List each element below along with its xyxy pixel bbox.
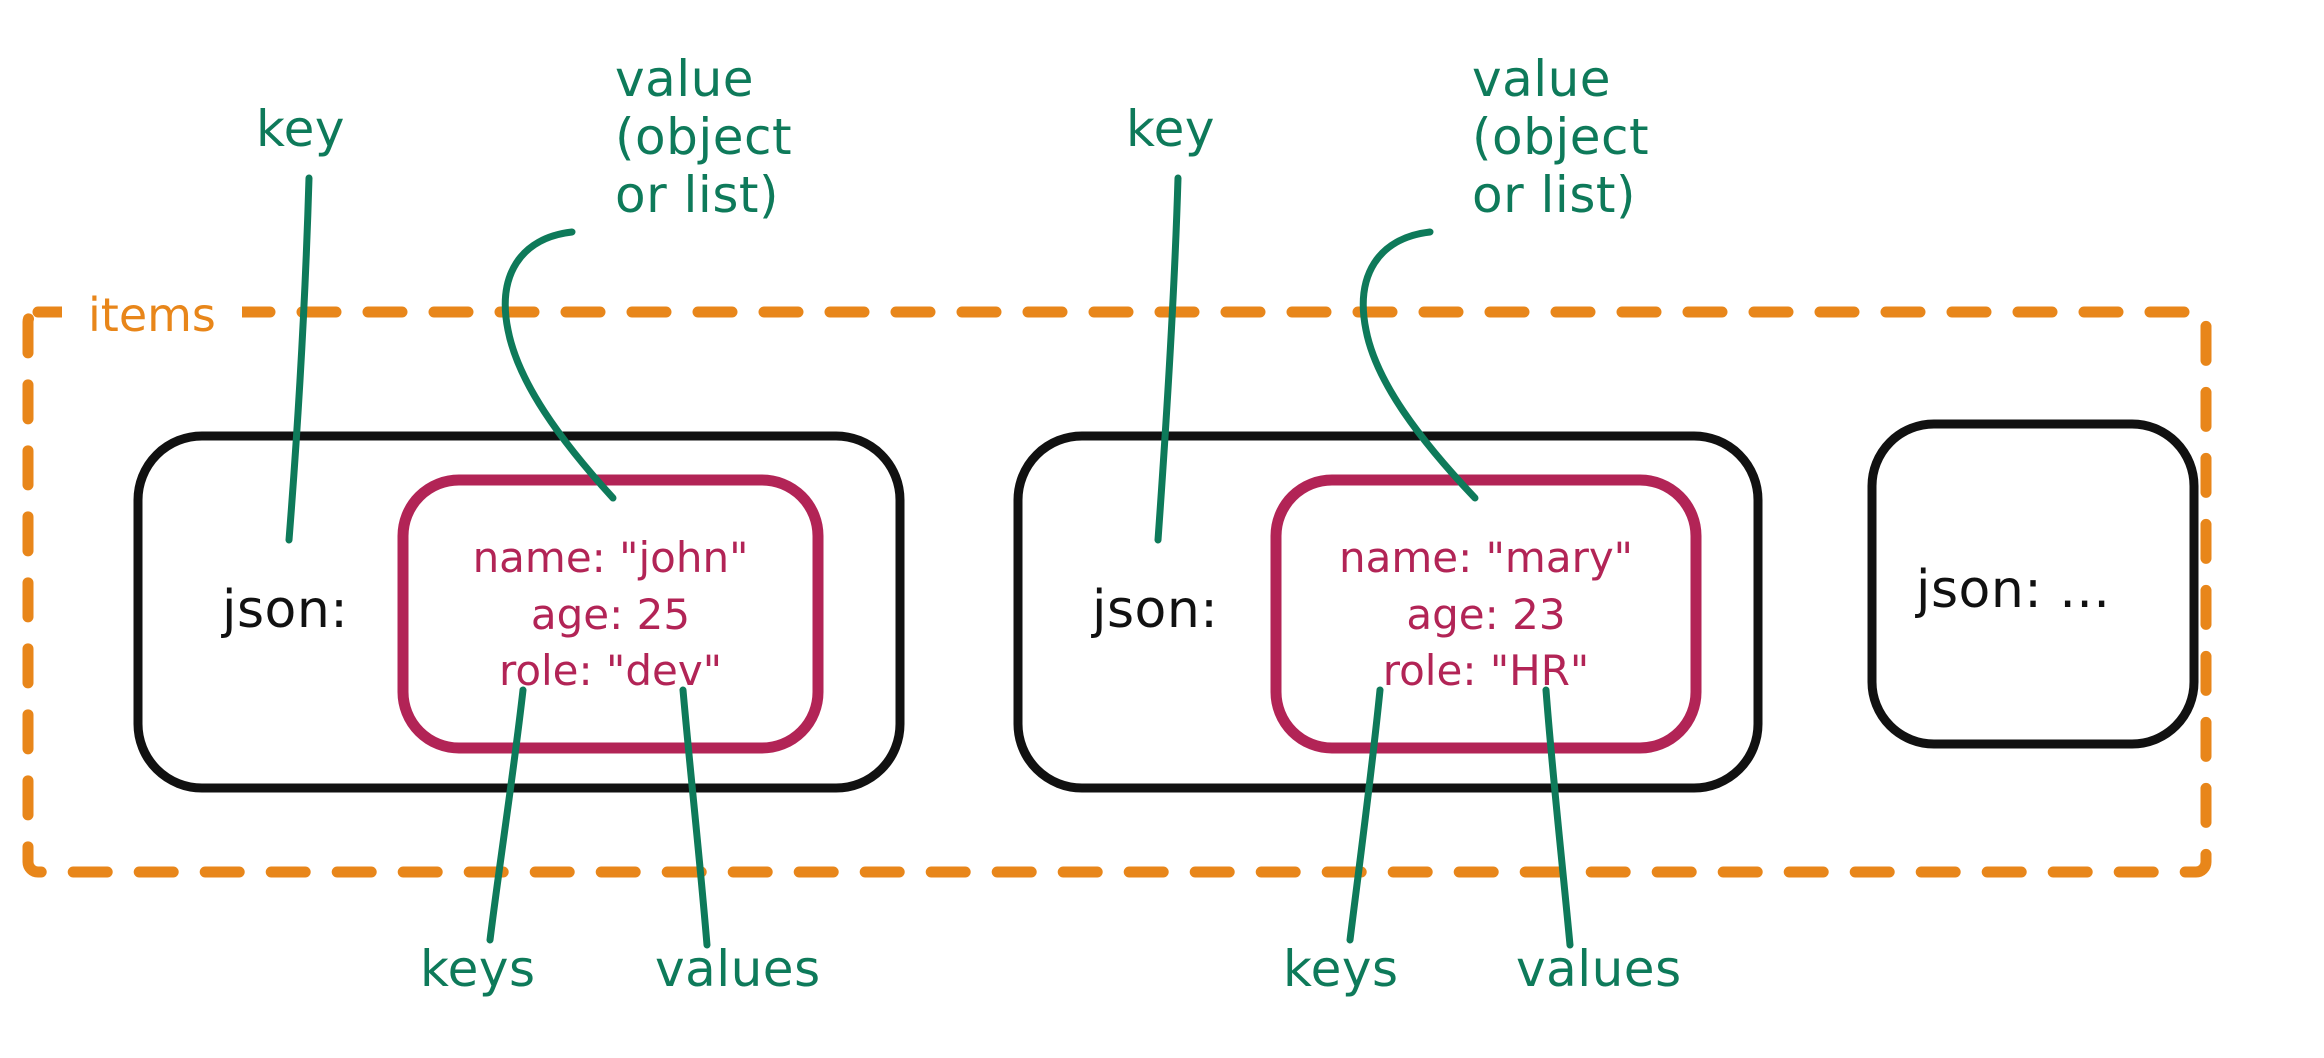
annotation-keys-2: keys <box>1283 940 1399 998</box>
annotation-value-2: value (object or list) <box>1472 50 1649 224</box>
annotation-values-1: values <box>655 940 821 998</box>
card-2-json-label: json: <box>1092 580 1219 640</box>
object-box-1[interactable] <box>397 474 824 754</box>
leader-line-values-2 <box>1542 686 1574 949</box>
leader-line-keys-1 <box>486 686 527 944</box>
leader-line-keys-2 <box>1346 686 1384 944</box>
annotation-value-1-line2: (object <box>615 108 793 166</box>
annotation-value-2-line3: or list) <box>1472 166 1636 224</box>
object-entry-line: role: "dev" <box>498 646 723 696</box>
leader-line-values-1 <box>679 686 711 949</box>
leader-line-value-1 <box>501 228 617 502</box>
leader-line-value-2 <box>1359 228 1479 502</box>
card-2-object-content: name: "mary" age: 23 role: "HR" <box>1276 530 1696 700</box>
object-entry-line: age: 23 <box>1406 589 1566 639</box>
card-outer-3[interactable] <box>1867 419 2199 749</box>
annotation-value-1: value (object or list) <box>615 50 792 224</box>
leader-line-key-2 <box>1154 174 1182 544</box>
object-entry-line: name: "mary" <box>1338 533 1634 582</box>
object-entry-line: age: 25 <box>530 589 691 639</box>
card-1-object-content: name: "john" age: 25 role: "dev" <box>403 530 818 700</box>
annotation-value-2-line2: (object <box>1472 108 1650 166</box>
annotation-key-1: key <box>256 100 346 158</box>
items-label-backdrop <box>62 288 242 338</box>
annotation-value-1-line3: or list) <box>615 166 779 224</box>
items-label: items <box>88 288 216 342</box>
annotation-key-2: key <box>1126 100 1216 158</box>
card-1-json-label: json: <box>222 580 349 640</box>
annotation-values-2: values <box>1516 940 1682 998</box>
items-container-border <box>22 306 2212 878</box>
card-3-json-label: json: ... <box>1916 560 2111 620</box>
object-box-2[interactable] <box>1270 474 1702 754</box>
annotation-keys-1: keys <box>420 940 536 998</box>
leader-line-key-1 <box>285 174 313 544</box>
object-entry-line: role: "HR" <box>1382 646 1590 696</box>
object-entry-line: name: "john" <box>472 533 749 582</box>
annotation-value-1-line1: value <box>615 50 755 108</box>
annotation-value-2-line1: value <box>1472 50 1612 108</box>
